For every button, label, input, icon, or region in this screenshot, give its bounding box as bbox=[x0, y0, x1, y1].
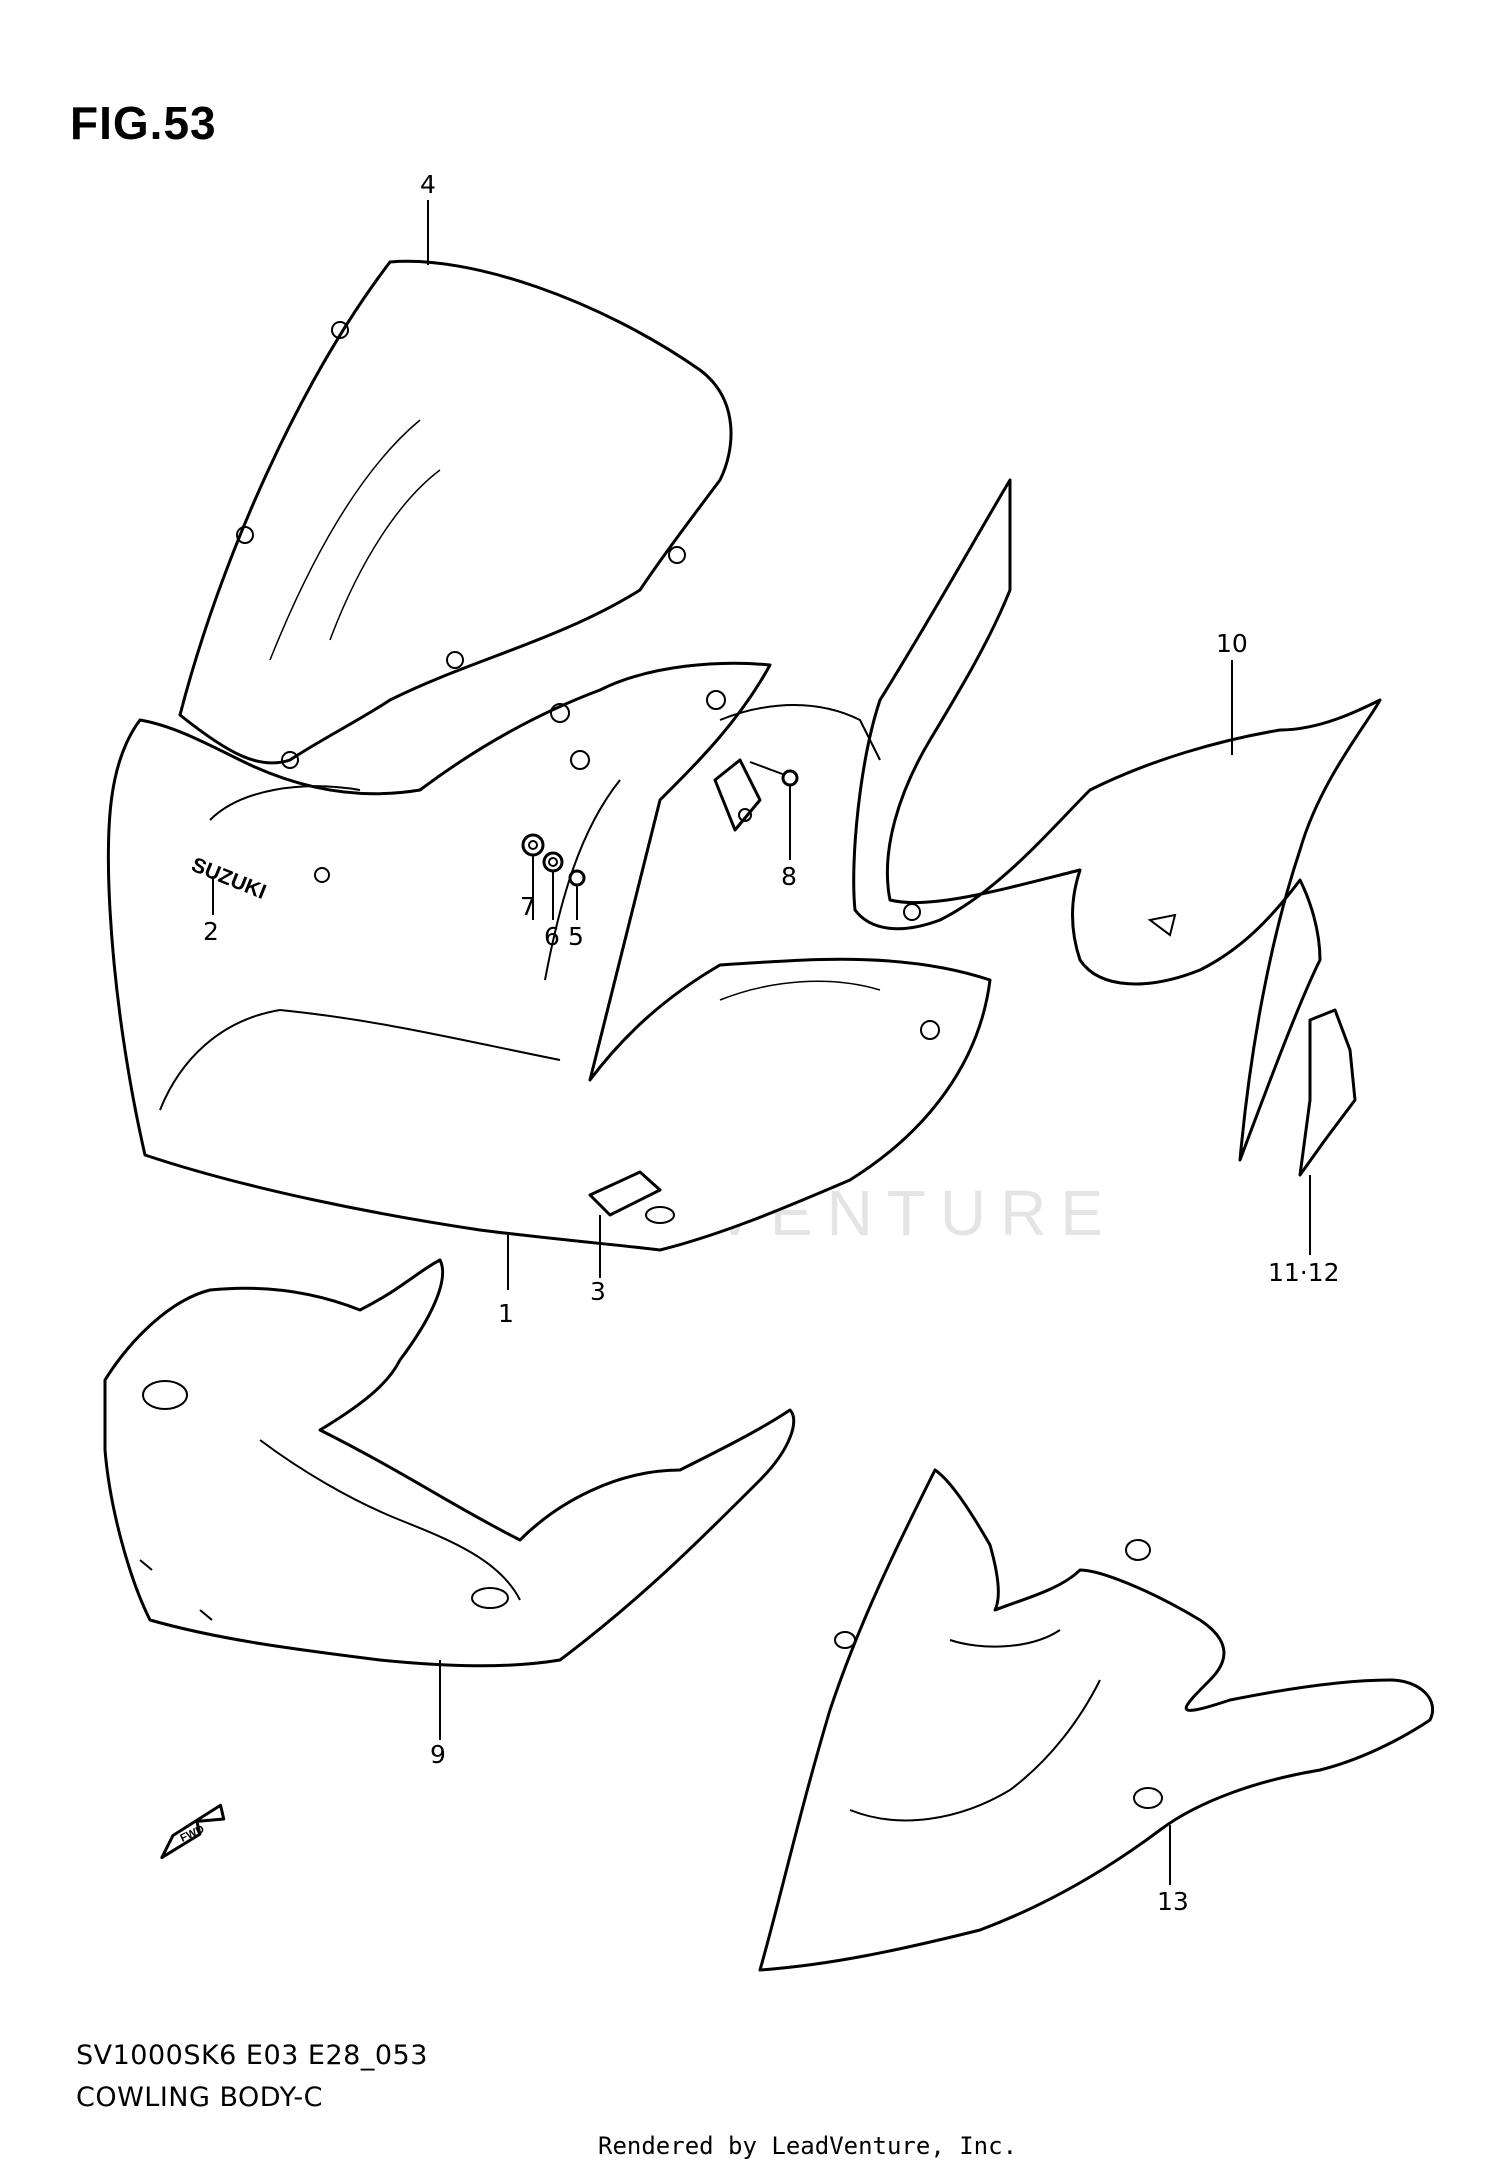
section-name: COWLING BODY-C bbox=[76, 2082, 324, 2113]
fwd-label: FWD bbox=[178, 1823, 206, 1844]
model-code: SV1000SK6 E03 E28_053 bbox=[76, 2040, 428, 2071]
belly-pan-part[interactable] bbox=[758, 1468, 1434, 1972]
callout-3: 3 bbox=[590, 1277, 606, 1306]
side-emblem-part[interactable] bbox=[588, 1170, 662, 1217]
screw-5[interactable] bbox=[568, 869, 586, 887]
callout-labels: 1 2 3 4 5 6 7 8 9 10 11·12 13 bbox=[203, 170, 1340, 1916]
under-cowl-part[interactable] bbox=[103, 1258, 796, 1668]
callout-10: 10 bbox=[1216, 629, 1248, 658]
upper-cowling-part[interactable] bbox=[106, 661, 992, 1252]
forward-direction-arrow: FWD bbox=[160, 1803, 226, 1860]
callout-6: 6 bbox=[544, 922, 560, 951]
callout-11-12: 11·12 bbox=[1268, 1258, 1340, 1287]
washer-6[interactable] bbox=[542, 851, 564, 873]
side-inner-panel-part[interactable] bbox=[713, 478, 1382, 1162]
callout-13: 13 bbox=[1157, 1887, 1189, 1916]
rendered-by-credit: Rendered by LeadVenture, Inc. bbox=[598, 2132, 1018, 2160]
leader-lines bbox=[212, 200, 1311, 1885]
callout-5: 5 bbox=[568, 922, 584, 951]
fastener-7[interactable] bbox=[521, 833, 545, 857]
callout-8: 8 bbox=[781, 862, 797, 891]
bracket-part-11-12[interactable] bbox=[1298, 1008, 1357, 1177]
callout-4: 4 bbox=[420, 170, 436, 199]
callout-2: 2 bbox=[203, 917, 219, 946]
figure-title: FIG.53 bbox=[70, 97, 217, 149]
callout-1: 1 bbox=[498, 1299, 514, 1328]
callout-7: 7 bbox=[520, 892, 536, 921]
windscreen-part[interactable] bbox=[178, 259, 733, 769]
screw-8[interactable] bbox=[749, 761, 799, 787]
callout-9: 9 bbox=[430, 1740, 446, 1769]
